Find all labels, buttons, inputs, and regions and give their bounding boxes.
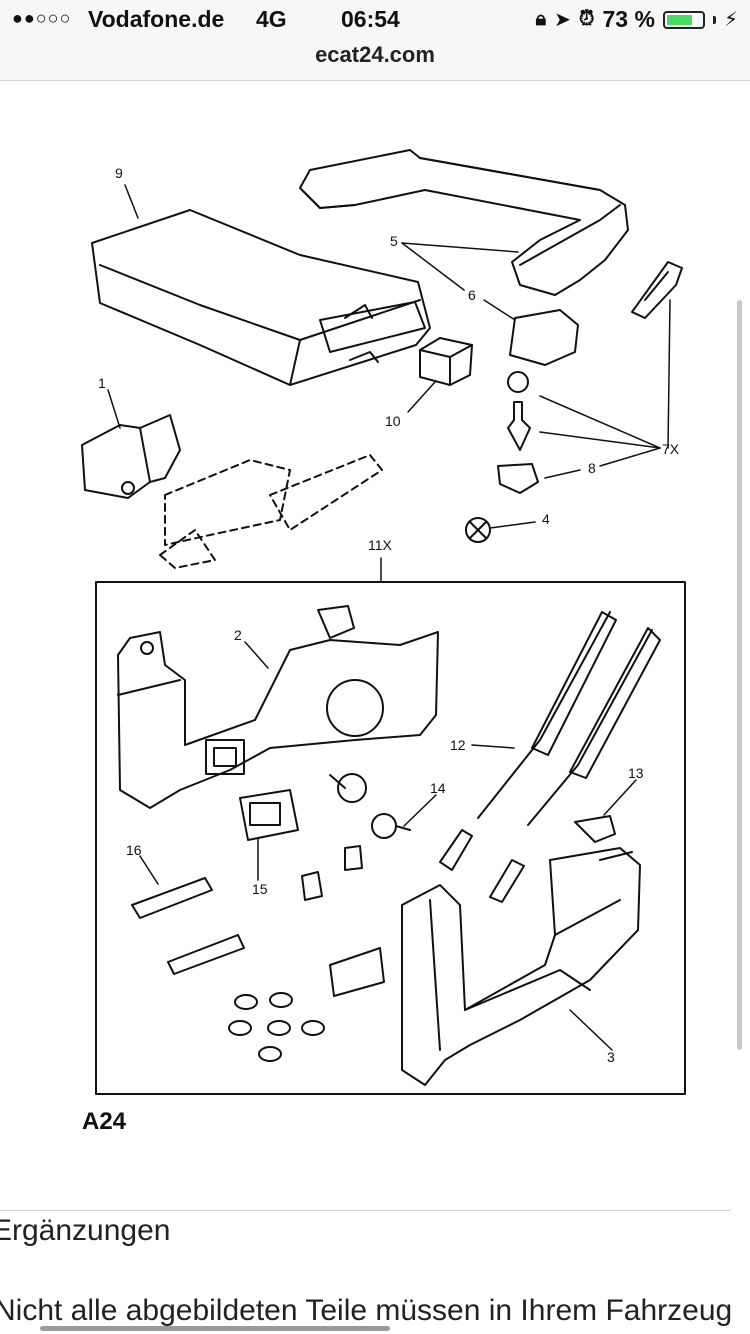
parts-diagram: 9 5 6 1 10 7X 8 4 11X 2 12 13 14 16 15 3 bbox=[0, 140, 750, 1120]
section-title: Ergänzungen bbox=[0, 1214, 171, 1247]
address-bar-url[interactable]: ecat24.com bbox=[315, 42, 435, 67]
alarm-clock-icon: ⏰︎ bbox=[578, 8, 595, 30]
callout-13: 13 bbox=[628, 765, 644, 781]
part-2-drawing bbox=[117, 631, 439, 809]
callout-9: 9 bbox=[115, 165, 123, 181]
part-16-drawing bbox=[131, 877, 385, 997]
notice-text: Nicht alle abgebildeten Teile müssen in … bbox=[0, 1294, 733, 1327]
battery-cap bbox=[712, 15, 716, 24]
battery-icon bbox=[662, 10, 705, 29]
callout-16: 16 bbox=[126, 842, 142, 858]
charging-bolt-icon: ⚡︎ bbox=[723, 9, 738, 31]
battery-percent: 73 % bbox=[602, 6, 655, 32]
network-type: 4G bbox=[256, 6, 287, 32]
clock: 06:54 bbox=[341, 6, 400, 32]
callout-7x: 7X bbox=[662, 441, 680, 457]
parts-diagram-drawing: 9 5 6 1 10 7X 8 4 11X 2 12 13 14 16 15 3 bbox=[81, 149, 686, 1095]
hardware-parts-drawing bbox=[465, 371, 539, 543]
figure-id: A24 bbox=[82, 1108, 127, 1135]
callout-11x: 11X bbox=[368, 537, 393, 553]
callout-14: 14 bbox=[430, 780, 446, 796]
battery-level-fill bbox=[666, 14, 692, 25]
part-5-drawing bbox=[299, 149, 629, 296]
rotation-lock-icon: 🔒︎ bbox=[535, 8, 547, 30]
status-bar: ●●○○○ Vodafone.de 4G 06:54 🔒︎ ➤ ⏰︎ 73 % … bbox=[0, 0, 750, 81]
callout-15: 15 bbox=[252, 881, 268, 897]
status-right: 🔒︎ ➤ ⏰︎ 73 % ⚡︎ bbox=[536, 6, 739, 33]
callout-8: 8 bbox=[588, 460, 596, 476]
part-7x-clip-drawing bbox=[631, 261, 683, 319]
scrollbar[interactable] bbox=[737, 300, 742, 1050]
hinge-linkage-drawing bbox=[159, 454, 383, 569]
callout-1: 1 bbox=[98, 375, 106, 391]
leader-lines bbox=[107, 184, 671, 1051]
callout-3: 3 bbox=[607, 1049, 615, 1065]
callout-12: 12 bbox=[450, 737, 466, 753]
part-9-drawing bbox=[91, 209, 431, 386]
part-14-drawing bbox=[301, 773, 411, 901]
signal-strength-icon: ●●○○○ bbox=[12, 8, 72, 28]
part-1-drawing bbox=[81, 414, 181, 499]
part-12-drawing bbox=[439, 611, 661, 903]
part-13-top-drawing bbox=[317, 605, 355, 639]
callout-2: 2 bbox=[234, 627, 242, 643]
location-arrow-icon: ➤ bbox=[554, 9, 571, 31]
callout-10: 10 bbox=[385, 413, 401, 429]
part-13-drawing bbox=[574, 815, 616, 843]
status-row: ●●○○○ Vodafone.de 4G 06:54 🔒︎ ➤ ⏰︎ 73 % … bbox=[0, 6, 750, 36]
home-indicator[interactable] bbox=[40, 1326, 390, 1331]
part-3-drawing bbox=[401, 847, 641, 1086]
callout-6: 6 bbox=[468, 287, 476, 303]
grommets-drawing bbox=[228, 992, 325, 1062]
kit-11x-frame bbox=[95, 581, 686, 1095]
carrier-name: Vodafone.de bbox=[88, 6, 225, 32]
callout-labels: 9 5 6 1 10 7X 8 4 11X 2 12 13 14 16 15 3 bbox=[98, 165, 680, 1065]
callout-5: 5 bbox=[390, 233, 398, 249]
part-15-drawing bbox=[239, 789, 299, 841]
part-10-drawing bbox=[419, 337, 473, 386]
part-6-drawing bbox=[509, 309, 579, 366]
section-divider bbox=[0, 1210, 730, 1211]
callout-4: 4 bbox=[542, 511, 550, 527]
